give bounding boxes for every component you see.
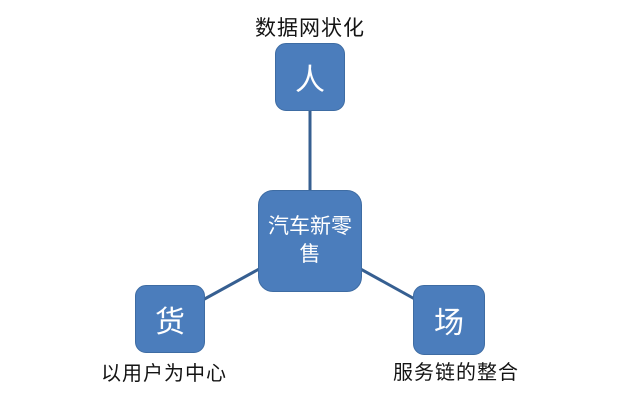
node-center: 汽车新零售 (258, 190, 362, 292)
node-person-label: 人 (295, 64, 325, 97)
annotation-person: 数据网状化 (255, 16, 365, 40)
annotation-venue: 服务链的整合 (393, 362, 519, 384)
node-venue: 场 (413, 285, 485, 355)
node-goods-label: 货 (155, 306, 185, 339)
node-goods: 货 (135, 285, 205, 353)
annotation-goods: 以用户为中心 (101, 363, 227, 385)
node-person: 人 (275, 43, 345, 111)
node-center-label: 汽车新零售 (268, 214, 352, 266)
node-venue-label: 场 (434, 307, 464, 340)
